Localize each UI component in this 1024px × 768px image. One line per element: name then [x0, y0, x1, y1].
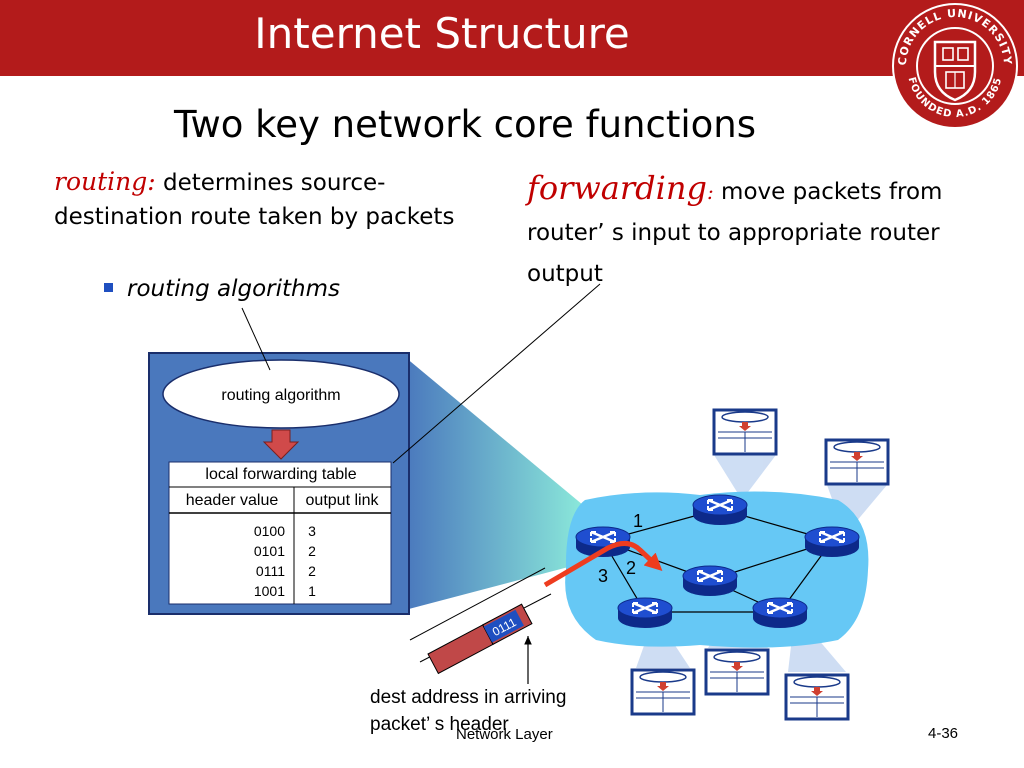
- bullet-item: routing algorithms: [104, 272, 340, 306]
- forwarding-term: forwarding: [527, 169, 707, 207]
- routing-text: determines source-destination route take…: [54, 170, 455, 230]
- column-header-value: header value: [186, 492, 279, 509]
- title-banner: [0, 0, 1024, 76]
- port-label-2: 2: [626, 558, 636, 578]
- routing-algorithm-label: routing algorithm: [221, 387, 340, 404]
- forwarding-arrow: [543, 541, 663, 588]
- zoom-beam: [405, 357, 595, 610]
- table-cell-header-value: 0111: [256, 563, 285, 579]
- mini-forwarding-table-icon: [784, 673, 850, 721]
- router-icon: [681, 564, 739, 598]
- table-cell-output-link: 2: [308, 543, 316, 559]
- slide-subtitle: Two key network core functions: [173, 103, 756, 146]
- footer-title: Network Layer: [456, 726, 553, 743]
- dest-address-label: dest address in arriving packet’ s heade…: [370, 687, 567, 735]
- forwarding-colon: :: [706, 180, 714, 204]
- mini-forwarding-table-icon: [712, 408, 778, 456]
- mini-forwarding-table-icon: [630, 668, 696, 716]
- routing-definition: routing: determines source-destination r…: [54, 165, 464, 234]
- arriving-packet: 0111: [427, 603, 533, 675]
- table-cell-output-link: 3: [308, 523, 316, 539]
- page-number: 4-36: [928, 725, 959, 742]
- routing-algorithm-oval: [162, 359, 400, 429]
- down-arrow-icon: [262, 429, 300, 460]
- port-label-1: 1: [633, 511, 643, 531]
- bullet-text: routing algorithms: [127, 276, 340, 302]
- table-cell-output-link: 1: [308, 583, 316, 599]
- column-header-output: output link: [306, 492, 380, 509]
- table-cell-output-link: 2: [308, 563, 316, 579]
- routing-term: routing:: [54, 167, 156, 196]
- pointer-line-algorithm: [241, 307, 271, 371]
- router-icon: [803, 525, 861, 559]
- forwarding-definition: forwarding: move packets from router’ s …: [527, 168, 977, 295]
- router-icon: [691, 493, 749, 527]
- packet-trail-line: [409, 567, 546, 641]
- table-cell-header-value: 1001: [254, 583, 285, 599]
- forwarding-table: [168, 461, 392, 605]
- table-title: local forwarding table: [205, 466, 356, 483]
- slide-title: Internet Structure: [254, 9, 630, 58]
- router-icon: [616, 596, 674, 630]
- mini-forwarding-table-icon: [704, 648, 770, 696]
- router-icon: [751, 596, 809, 630]
- pointer-line-forwarding: [392, 283, 601, 464]
- port-label-3: 3: [598, 566, 608, 586]
- forwarding-text: move packets from router’ s input to app…: [527, 179, 943, 287]
- cornell-seal-icon: CORNELL UNIVERSITY FOUNDED A.D. 1865: [892, 3, 1018, 129]
- bullet-square-icon: [104, 283, 113, 292]
- table-cell-header-value: 0100: [254, 523, 285, 539]
- mini-forwarding-table-icon: [824, 438, 890, 486]
- table-cell-header-value: 0101: [254, 543, 285, 559]
